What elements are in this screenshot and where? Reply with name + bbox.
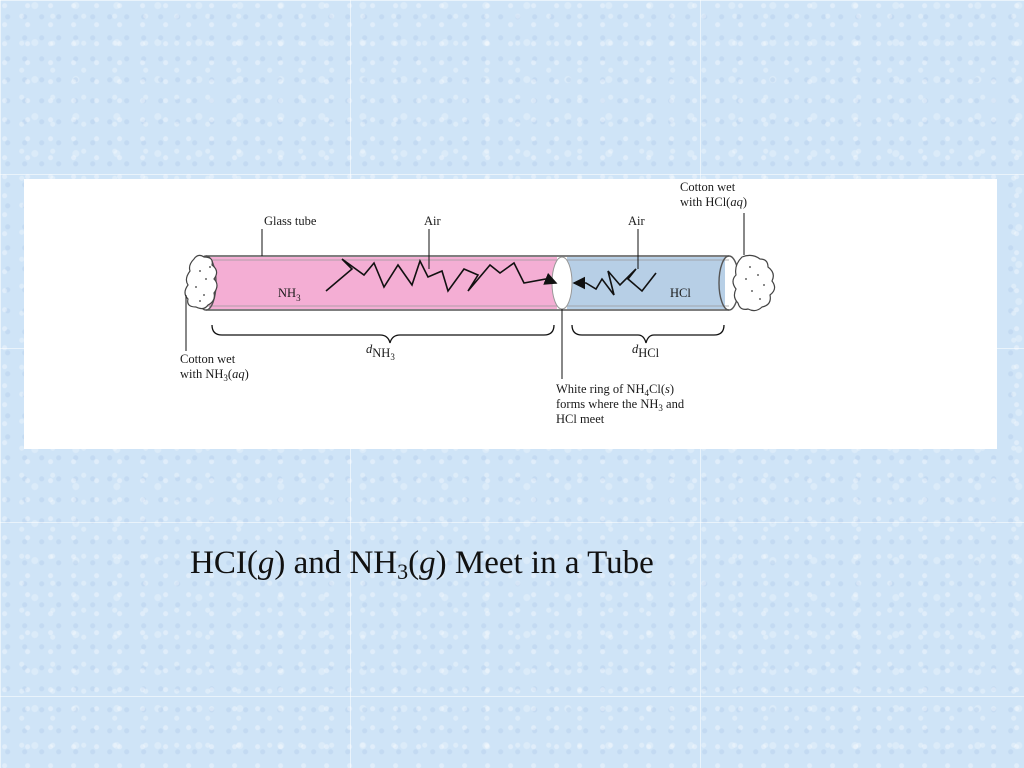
diffusion-tube-diagram: Glass tube Air Air NH3 HCl Cotton wet wi… xyxy=(180,180,776,426)
hcl-region xyxy=(567,257,725,309)
label-d-hcl: dHCl xyxy=(632,342,660,360)
cotton-plug-left xyxy=(184,254,218,310)
label-hcl-gas: HCl xyxy=(670,286,691,300)
label-white-ring: White ring of NH4Cl(s) forms where the N… xyxy=(556,382,687,426)
label-glass-tube: Glass tube xyxy=(264,214,317,228)
caption-text: HCI(g) and NH3(g) Meet in a Tube xyxy=(190,545,654,584)
label-d-nh3: dNH3 xyxy=(366,342,395,362)
brace-d-nh3 xyxy=(211,324,555,344)
diagram-panel: Glass tube Air Air NH3 HCl Cotton wet wi… xyxy=(24,179,997,449)
nh3-diffusion-path xyxy=(325,258,558,293)
label-air-right: Air xyxy=(628,214,646,228)
label-air-left: Air xyxy=(424,214,442,228)
cotton-plug-right xyxy=(732,254,776,312)
label-cotton-left: Cotton wet with NH3(aq) xyxy=(180,352,249,383)
cotton-texture xyxy=(195,266,765,302)
hcl-diffusion-path xyxy=(572,268,657,296)
brace-d-hcl xyxy=(571,324,725,344)
label-cotton-right: Cotton wet with HCl(aq) xyxy=(680,180,747,209)
label-nh3-gas: NH3 xyxy=(278,286,301,303)
